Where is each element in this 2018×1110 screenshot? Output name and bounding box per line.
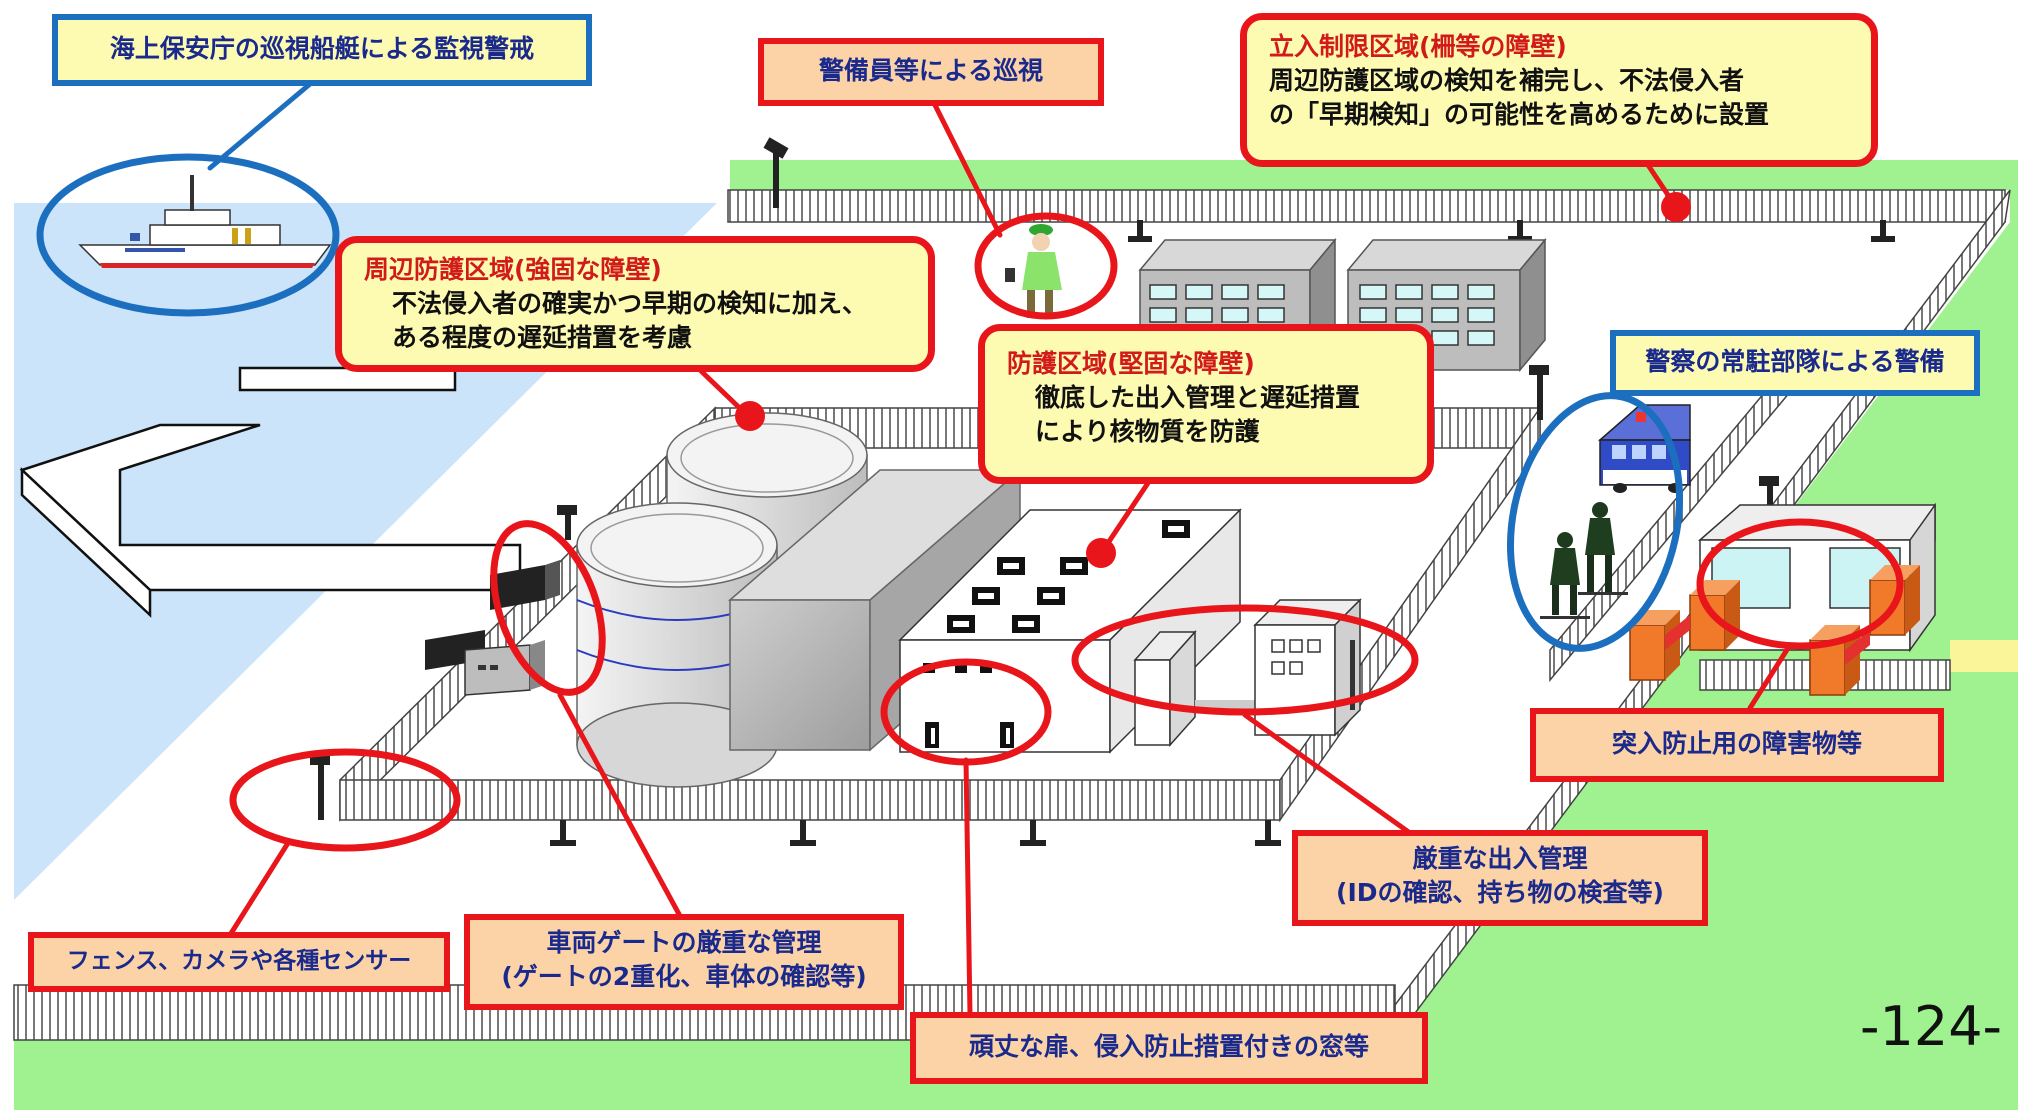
protected-area-line2: により核物質を防護: [1035, 417, 1260, 446]
restricted-area-line2: の「早期検知」の可能性を高めるために設置: [1269, 100, 1770, 129]
barrier-label: 突入防止用の障害物等: [1530, 708, 1944, 782]
police-label: 警察の常駐部隊による警備: [1610, 330, 1980, 396]
fence-highlight: [229, 748, 461, 852]
ship-highlight: [36, 153, 340, 317]
security-guard-figure: [1005, 224, 1062, 318]
camera-posts: [310, 137, 1895, 846]
restricted-area-line1: 周辺防護区域の検知を補完し、不法侵入者: [1269, 66, 1745, 95]
marker-dots: [735, 192, 1691, 568]
vehicle-gate-highlight: [490, 520, 606, 696]
fence-label: フェンス、カメラや各種センサー: [28, 932, 450, 992]
vehicle-gate-line1: 車両ゲートの厳重な管理: [546, 928, 822, 957]
coast-guard-text: 海上保安庁の巡視船艇による監視警戒: [109, 34, 535, 63]
police-highlight: [1506, 392, 1684, 652]
perimeter-area-line2: ある程度の遅延措置を考慮: [392, 323, 693, 352]
coast-guard-label: 海上保安庁の巡視船艇による監視警戒: [52, 14, 592, 86]
perimeter-area-title: 周辺防護区域(強固な障壁): [364, 255, 662, 284]
protected-area-line1: 徹底した出入管理と遅延措置: [1035, 383, 1361, 412]
barrier-text: 突入防止用の障害物等: [1611, 729, 1862, 758]
page-number: -124-: [1860, 995, 2003, 1058]
outer-fence-top: [727, 189, 2006, 223]
patrol-ship: [78, 175, 332, 268]
police-unit: [1540, 404, 1691, 619]
door-text: 頑丈な扉、侵入防止措置付きの窓等: [968, 1032, 1369, 1061]
door-label: 頑丈な扉、侵入防止措置付きの窓等: [910, 1012, 1428, 1084]
guard-patrol-label: 警備員等による巡視: [758, 38, 1104, 106]
barrier-highlight: [1696, 518, 1904, 650]
access-control-label: 厳重な出入管理 (IDの確認、持ち物の検査等): [1292, 830, 1708, 926]
inner-fence-front: [339, 779, 1281, 821]
access-control-line1: 厳重な出入管理: [1412, 844, 1588, 873]
restricted-area-title: 立入制限区域(柵等の障壁): [1269, 32, 1567, 61]
vehicle-gate-line2: (ゲートの2重化、車体の確認等): [501, 962, 867, 991]
protected-area-title: 防護区域(堅固な障壁): [1007, 349, 1255, 378]
road: [1950, 640, 2018, 672]
police-text: 警察の常駐部隊による警備: [1645, 347, 1945, 376]
guard-highlight: [974, 212, 1118, 320]
pier: [19, 423, 522, 592]
door-highlight: [880, 658, 1052, 766]
fence-text: フェンス、カメラや各種センサー: [66, 948, 412, 974]
perimeter-area-line1: 不法侵入者の確実かつ早期の検知に加え、: [392, 289, 868, 318]
perimeter-area-label: 周辺防護区域(強固な障壁) 不法侵入者の確実かつ早期の検知に加え、 ある程度の遅…: [335, 236, 935, 372]
restricted-area-label: 立入制限区域(柵等の障壁) 周辺防護区域の検知を補完し、不法侵入者 の「早期検知…: [1240, 13, 1878, 167]
vehicle-gate-label: 車両ゲートの厳重な管理 (ゲートの2重化、車体の確認等): [464, 914, 904, 1010]
access-control-line2: (IDの確認、持ち物の検査等): [1336, 878, 1664, 907]
protected-area-label: 防護区域(堅固な障壁) 徹底した出入管理と遅延措置 により核物質を防護: [978, 324, 1434, 484]
guard-patrol-text: 警備員等による巡視: [818, 56, 1044, 85]
access-highlight: [1071, 604, 1419, 716]
material-building: [898, 508, 1242, 754]
